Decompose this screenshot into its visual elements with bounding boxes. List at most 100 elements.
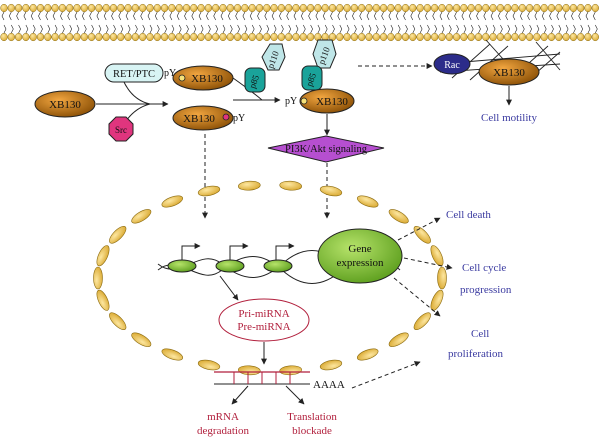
pi3k-complex-bound: p110 p85 XB130 [299,39,355,114]
lipid-head [146,32,154,42]
mirna-to-proliferation-arrow [351,361,421,389]
lipid-tail [476,11,481,34]
lipid-head [496,3,505,13]
lipid-head [350,32,359,42]
lipid-tail [147,11,153,34]
lipid-head [423,32,432,42]
lipid-head [540,32,548,42]
lipid-tail [8,11,14,34]
lipid-tail [308,11,313,34]
lipid-tail [257,11,262,34]
lipid-head [212,3,220,13]
to-mirna-arrow [219,275,239,301]
lipid-tail [592,11,598,34]
lipid-head [504,3,512,13]
lipid-head [525,32,534,42]
p85-a-label: p85 [247,73,261,90]
lipid-tail [498,11,503,34]
lipid-head [14,3,23,13]
nuclear-envelope-segment [388,209,409,224]
lipid-head [117,3,125,13]
lipid-head [518,32,526,42]
xb130-left-label: XB130 [49,99,81,111]
lipid-head [255,3,264,13]
lipid-head [431,32,439,42]
lipid-tail [556,11,562,34]
xb130-phospho-src: XB130 [172,105,234,131]
lipid-head [474,32,483,42]
lipid-head [379,3,388,13]
lipid-tail [52,11,58,34]
ret-ptc-box: RET/PTC [104,63,164,83]
lipid-tail [300,11,306,34]
lipid-head [44,3,52,13]
lipid-head [117,32,125,42]
lipid-tail [468,11,474,34]
lipid-tail [271,11,277,34]
nuclear-envelope-segment [197,185,221,197]
lipid-head [525,3,534,13]
nuclear-envelope-segment [319,185,343,197]
cell-death-label: Cell death [446,209,491,221]
lipid-tail [549,11,554,34]
to-mrna-degradation-arrow [231,385,249,405]
lipid-tail [103,11,109,34]
lipid-head [365,3,373,13]
lipid-tail [585,11,591,34]
lipid-head [248,3,256,13]
lipid-tail [322,11,328,34]
lipid-head [445,3,453,13]
lipid-tail [133,11,138,34]
lipid-tail [395,11,401,34]
ret-ptc-branch [122,79,151,105]
lipid-tail [293,11,299,34]
nuclear-envelope-segment [356,348,379,361]
lipid-head [577,32,585,42]
lipid-head [248,32,256,42]
lipid-head [175,3,183,13]
lipid-head [292,3,300,13]
lipid-head [204,3,213,13]
lipid-head [460,32,468,42]
transcription-factors [167,259,293,273]
lipid-head [496,32,505,42]
lipid-head [343,32,351,42]
lipid-head [226,32,234,42]
pri-mirna-label: Pri-miRNA [238,308,289,320]
cell-proliferation-line2: proliferation [448,348,503,360]
nuclear-envelope-segment [319,359,343,371]
lipid-head [423,3,432,13]
lipid-head [270,3,278,13]
lipid-head [562,32,570,42]
lipid-head [160,32,169,42]
lipid-tail [417,11,423,34]
lipid-head [343,3,351,13]
lipid-head [241,32,249,42]
lipid-head [533,32,541,42]
nuclear-envelope-segment [131,209,152,224]
lipid-head [197,3,205,13]
lipid-head [482,3,490,13]
lipid-tail [446,11,452,34]
lipid-tail [454,11,459,34]
lipid-head [577,3,585,13]
lipid-head [569,32,578,42]
mrna-degradation-line1: mRNA [207,411,239,423]
lipid-head [445,32,453,42]
nuclear-envelope-segment [279,365,302,376]
lipid-head [482,32,490,42]
lipid-head [416,32,424,42]
lipid-tail [541,11,547,34]
lipid-head [146,3,154,13]
lipid-head [58,32,67,42]
lipid-head [372,32,380,42]
mrna-degradation-line2: degradation [197,425,249,437]
lipid-head [328,3,337,13]
lipid-tail [264,11,270,34]
xb130-phospho-ret: XB130 [172,65,234,91]
lipid-head [460,3,468,13]
lipid-head [547,3,556,13]
lipid-head [51,32,59,42]
lipid-tail [403,11,408,34]
lipid-head [438,3,446,13]
